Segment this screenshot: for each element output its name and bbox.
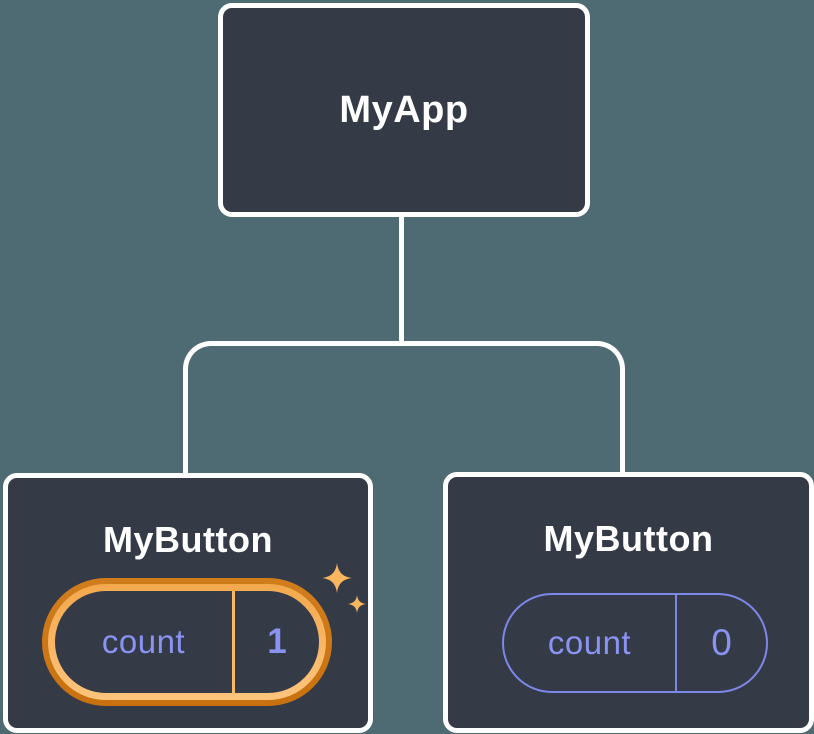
- root-node: MyApp: [218, 3, 590, 217]
- child-node-left-label: MyButton: [103, 519, 273, 560]
- tree-connector-branch: [183, 341, 625, 473]
- state-value: 0: [711, 622, 732, 663]
- tree-connector-stem: [399, 214, 404, 346]
- child-node-right: MyButton count 0: [443, 472, 814, 733]
- root-node-label: MyApp: [339, 88, 469, 131]
- child-node-left: MyButton count 1: [3, 473, 373, 733]
- state-badge-highlighted: count 1: [42, 578, 332, 706]
- state-badge-divider: [232, 591, 235, 693]
- child-node-right-label: MyButton: [543, 518, 714, 559]
- sparkle-icon-small: [348, 595, 366, 613]
- state-badge-highlight-ring: count 1: [48, 584, 326, 700]
- sparkle-icon: [322, 563, 352, 593]
- state-value: 1: [267, 622, 287, 661]
- state-badge-plain: count 0: [502, 593, 768, 693]
- state-name: count: [101, 623, 186, 660]
- state-badge-divider: [675, 595, 677, 691]
- state-name: count: [547, 624, 632, 661]
- state-badge-body: count 1: [55, 591, 319, 693]
